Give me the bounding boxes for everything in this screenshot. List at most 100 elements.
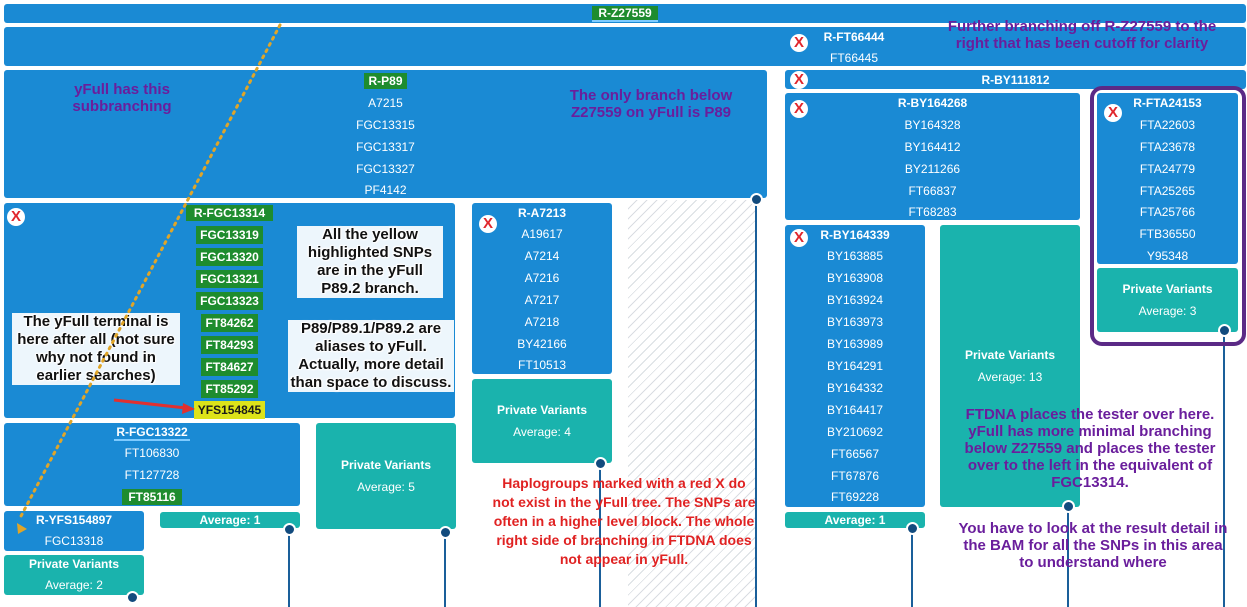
- yfs154897-block[interactable]: R-YFS154897 FGC13318: [4, 511, 144, 551]
- connector-dot[interactable]: [283, 523, 296, 536]
- by164339-block[interactable]: R-BY164339 BY163885 BY163908 BY163924 BY…: [785, 225, 925, 507]
- private-variants-label: Private Variants: [28, 557, 120, 571]
- fgc13322-block[interactable]: R-FGC13322 FT106830 FT127728 FT85116: [4, 423, 300, 506]
- average-label: Average: 1: [824, 513, 886, 527]
- connector-dot[interactable]: [1218, 324, 1231, 337]
- fgc13314-snp: FT85292: [201, 380, 258, 398]
- p89-title: R-P89: [364, 73, 407, 89]
- note-yellow-highlighted: All the yellow highlighted SNPs are in t…: [297, 226, 443, 298]
- by111812-title: R-BY111812: [981, 73, 1050, 87]
- fgc13322-title: R-FGC13322: [114, 425, 190, 441]
- fgc13314-snp: FGC13323: [196, 292, 263, 310]
- fgc13314-snp: FT84627: [201, 358, 258, 376]
- a7213-snp: A7217: [524, 293, 560, 307]
- yfs154897-snp: FGC13318: [44, 534, 104, 548]
- a7213-snp: A7218: [524, 315, 560, 329]
- private-variants-average: Average: 3: [1138, 304, 1197, 318]
- a7213-block[interactable]: R-A7213 A19617 A7214 A7216 A7217 A7218 B…: [472, 203, 612, 374]
- by164339-snp: BY163924: [826, 293, 884, 307]
- private-variants-average: Average: 13: [977, 370, 1043, 384]
- connector-dot[interactable]: [906, 522, 919, 535]
- p89-snp: PF4142: [364, 183, 407, 197]
- by164339-snp: BY163885: [826, 249, 884, 263]
- not-in-yfull-x-icon: X: [790, 100, 808, 118]
- by164339-snp: BY164291: [826, 359, 884, 373]
- connector-line: [288, 531, 290, 607]
- by164268-snp: FT66837: [908, 184, 957, 198]
- a7213-snp: BY42166: [517, 337, 567, 351]
- note-ftdna-places: FTDNA places the tester over here. yFull…: [964, 406, 1216, 491]
- fgc13314-snp: FGC13320: [196, 248, 263, 266]
- not-in-yfull-x-icon: X: [790, 34, 808, 52]
- fta24153-snp: FTA23678: [1139, 140, 1196, 154]
- by111812-block[interactable]: R-BY111812: [785, 70, 1246, 89]
- by164339-snp: FT66567: [830, 447, 880, 461]
- by164339-snp: BY163989: [826, 337, 884, 351]
- yfs154897-title: R-YFS154897: [35, 513, 113, 527]
- private-variants-average: Average: 4: [513, 425, 571, 439]
- a7213-private-variants[interactable]: Private Variants Average: 4: [472, 379, 612, 463]
- fta24153-snp: FTA25265: [1139, 184, 1196, 198]
- by164339-snp: BY164417: [826, 403, 884, 417]
- connector-dot[interactable]: [1062, 500, 1075, 513]
- fgc13314-snp: FGC13319: [196, 226, 263, 244]
- a7213-snp: A7214: [524, 249, 560, 263]
- by164339-title: R-BY164339: [820, 228, 890, 242]
- connector-line: [911, 531, 913, 607]
- z27559-top-bar[interactable]: R-Z27559: [4, 4, 1246, 23]
- a7213-snp: A7216: [524, 271, 560, 285]
- connector-dot[interactable]: [439, 526, 452, 539]
- fgc13322-snp: FT106830: [124, 446, 180, 460]
- a7213-snp: A19617: [521, 227, 563, 241]
- ft66445-snp: FT66445: [829, 51, 879, 65]
- average-label: Average: 1: [199, 513, 261, 527]
- fta24153-block[interactable]: R-FTA24153 FTA22603 FTA23678 FTA24779 FT…: [1097, 93, 1238, 264]
- p89-snp: FGC13317: [356, 140, 415, 154]
- fta24153-callout-border: [1090, 86, 1246, 346]
- by164339-snp: FT69228: [830, 490, 880, 504]
- note-yfull-subbranching: yFull has this subbranching: [72, 81, 172, 115]
- note-red-x: Haplogroups marked with a red X do not e…: [492, 475, 756, 567]
- connector-line: [1067, 510, 1069, 607]
- private-variants-label: Private Variants: [1122, 282, 1213, 296]
- fgc13314-snp-yfs154845: YFS154845: [193, 401, 266, 419]
- fgc13314-snp: FGC13321: [196, 270, 263, 288]
- private-variants-label: Private Variants: [496, 403, 588, 417]
- fta24153-private-variants[interactable]: Private Variants Average: 3: [1097, 268, 1238, 332]
- private-variants-average: Average: 5: [357, 480, 415, 494]
- fgc13314-title: R-FGC13314: [185, 205, 274, 221]
- fta24153-snp: FTA24779: [1139, 162, 1196, 176]
- connector-dot[interactable]: [594, 457, 607, 470]
- note-further-branching: Further branching off R-Z27559 to the ri…: [947, 18, 1217, 52]
- fgc13322-average-bar[interactable]: Average: 1: [160, 512, 300, 528]
- connector-line: [444, 533, 446, 607]
- fta24153-title: R-FTA24153: [1133, 96, 1202, 110]
- ft66444-title: R-FT66444: [823, 30, 885, 44]
- not-in-yfull-x-icon: X: [479, 215, 497, 233]
- fta24153-snp: Y95348: [1146, 249, 1189, 263]
- by164268-snp: BY211266: [904, 162, 961, 176]
- by164268-snp: FT68283: [908, 205, 957, 219]
- note-yfull-terminal: The yFull terminal is here after all (no…: [12, 313, 180, 385]
- note-aliases: P89/P89.1/P89.2 are aliases to yFull. Ac…: [288, 320, 454, 392]
- a7213-title: R-A7213: [517, 206, 567, 220]
- right-private-variants[interactable]: Private Variants Average: 13: [940, 225, 1080, 507]
- by164268-block[interactable]: R-BY164268 BY164328 BY164412 BY211266 FT…: [785, 93, 1080, 220]
- z27559-label: R-Z27559: [592, 6, 658, 22]
- private-variants-label: Private Variants: [340, 458, 432, 472]
- connector-dot[interactable]: [126, 591, 139, 604]
- by164339-snp: BY210692: [826, 425, 884, 439]
- by164268-title: R-BY164268: [897, 96, 968, 110]
- connector-line: [1223, 334, 1225, 607]
- not-in-yfull-x-icon: X: [1104, 104, 1122, 122]
- fgc13314-snp: FT84262: [201, 314, 258, 332]
- by164339-average-bar[interactable]: Average: 1: [785, 512, 925, 528]
- connector-dot[interactable]: [750, 193, 763, 206]
- a7213-snp: FT10513: [517, 358, 567, 372]
- yfs154897-private-variants[interactable]: Private Variants Average: 2: [4, 555, 144, 595]
- mid-private-variants[interactable]: Private Variants Average: 5: [316, 423, 456, 529]
- by164268-snp: BY164328: [904, 118, 961, 132]
- private-variants-average: Average: 2: [45, 578, 103, 592]
- by164339-snp: BY163908: [826, 271, 884, 285]
- connector-line: [599, 467, 601, 607]
